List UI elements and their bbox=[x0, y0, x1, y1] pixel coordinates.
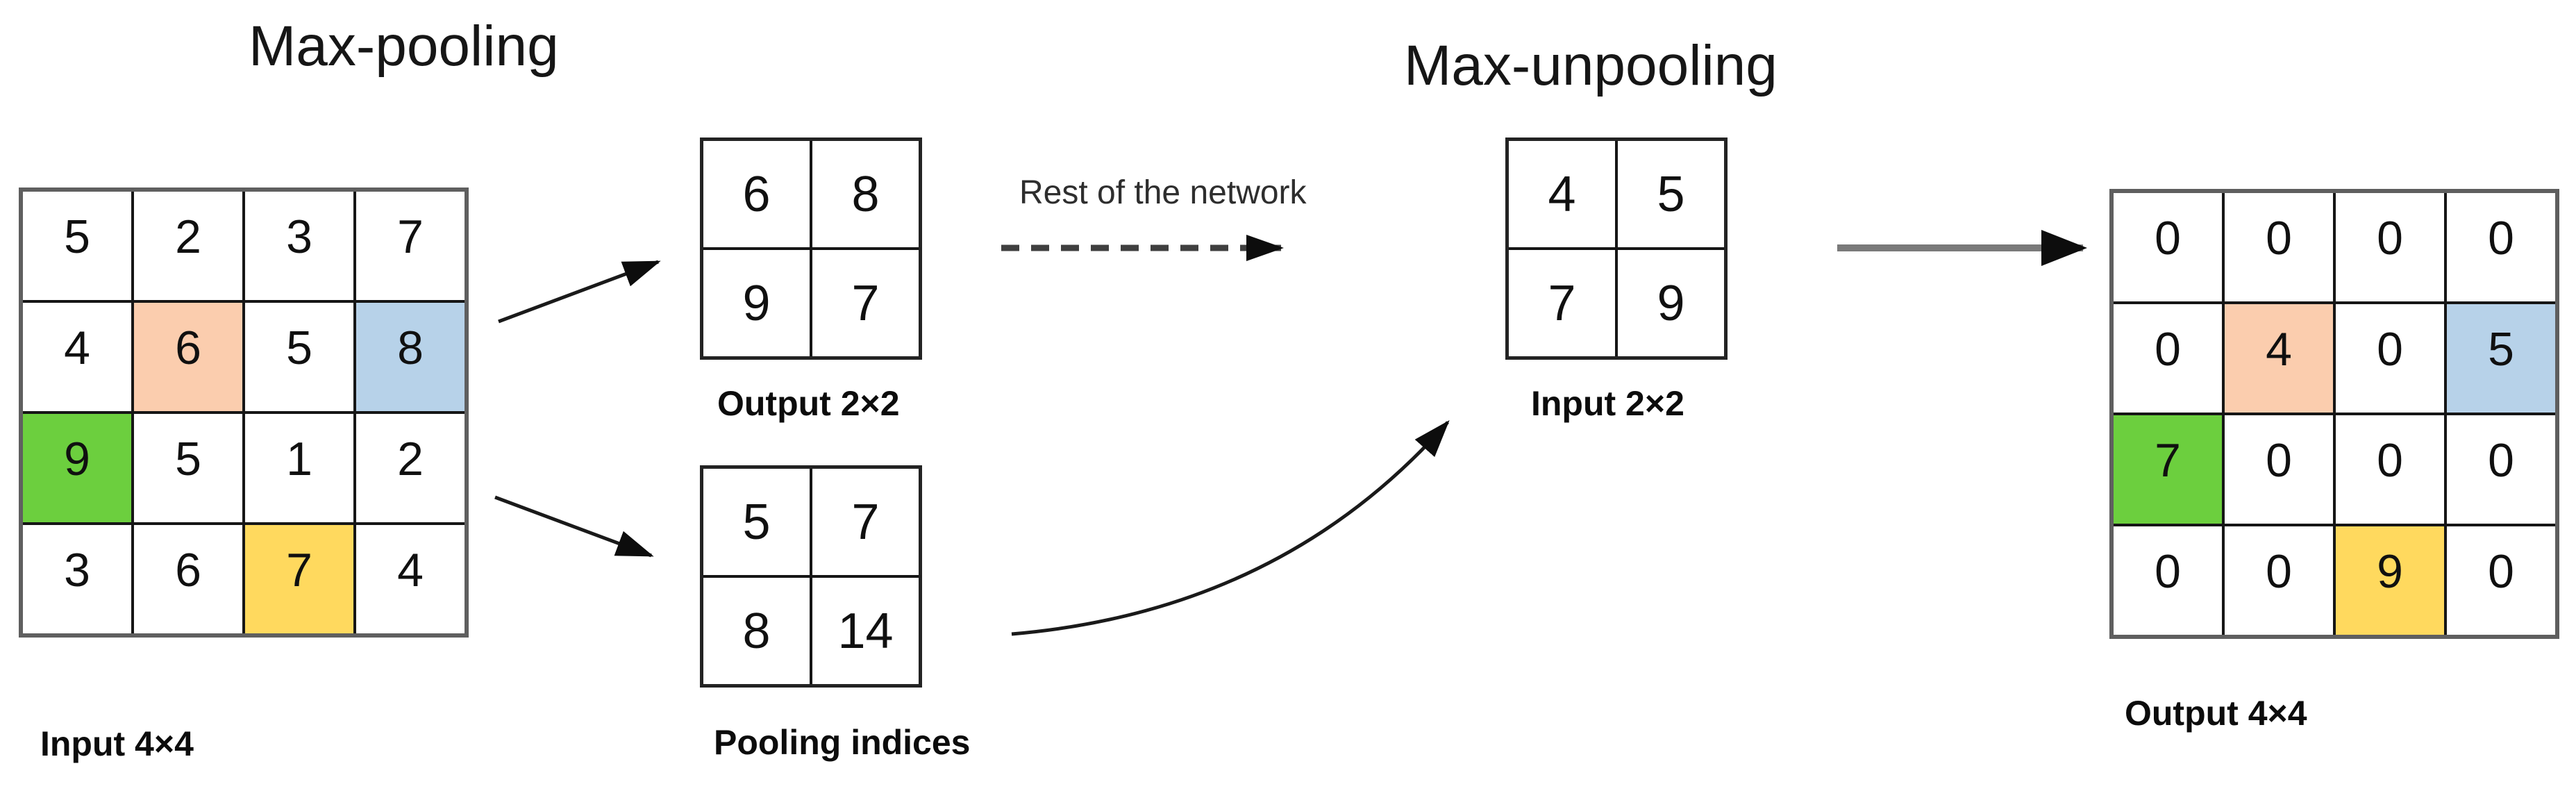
cell-r3c4: 0 bbox=[2447, 415, 2555, 524]
cell-r2c1: 7 bbox=[1509, 250, 1615, 356]
cell-r1c3: 3 bbox=[245, 192, 353, 300]
cell-r3c2: 0 bbox=[2225, 415, 2333, 524]
output-4x4-label: Output 4×4 bbox=[2125, 694, 2307, 733]
cell-r2c4: 8 bbox=[356, 303, 465, 411]
input-4x4-label: Input 4×4 bbox=[40, 724, 194, 763]
cell-r3c3: 1 bbox=[245, 414, 353, 522]
cell-r4c1: 3 bbox=[23, 525, 131, 633]
cell-r1c2: 2 bbox=[134, 192, 242, 300]
cell-r2c1: 4 bbox=[23, 303, 131, 411]
cell-r4c4: 0 bbox=[2447, 526, 2555, 635]
cell-r2c2: 7 bbox=[812, 250, 919, 356]
cell-r2c2: 14 bbox=[812, 578, 919, 684]
cell-r1c2: 8 bbox=[812, 141, 919, 247]
max-pooling-title: Max-pooling bbox=[249, 15, 559, 78]
cell-r3c1: 7 bbox=[2114, 415, 2222, 524]
cell-r4c2: 0 bbox=[2225, 526, 2333, 635]
pooling-indices-label: Pooling indices bbox=[714, 723, 971, 762]
max-unpooling-title: Max-unpooling bbox=[1404, 34, 1778, 97]
cell-r2c4: 5 bbox=[2447, 304, 2555, 413]
pooling-to-output-arrow bbox=[498, 260, 661, 324]
cell-r1c2: 5 bbox=[1618, 141, 1724, 247]
cell-r2c3: 0 bbox=[2336, 304, 2444, 413]
cell-r3c2: 5 bbox=[134, 414, 242, 522]
pooling-to-indices-arrow bbox=[494, 495, 654, 558]
cell-r2c2: 4 bbox=[2225, 304, 2333, 413]
cell-r2c1: 8 bbox=[703, 578, 810, 684]
cell-r2c3: 5 bbox=[245, 303, 353, 411]
output-2x2-label: Output 2×2 bbox=[717, 384, 900, 423]
cell-r1c4: 7 bbox=[356, 192, 465, 300]
cell-r1c2: 7 bbox=[812, 469, 919, 575]
indices-to-unpooling-curved-arrow bbox=[1011, 420, 1450, 636]
cell-r4c2: 6 bbox=[134, 525, 242, 633]
cell-r1c3: 0 bbox=[2336, 193, 2444, 301]
rest-of-network-label: Rest of the network bbox=[1019, 174, 1307, 211]
cell-r1c1: 5 bbox=[23, 192, 131, 300]
cell-r1c1: 0 bbox=[2114, 193, 2222, 301]
cell-r1c1: 5 bbox=[703, 469, 810, 575]
cell-r1c2: 0 bbox=[2225, 193, 2333, 301]
cell-r4c1: 0 bbox=[2114, 526, 2222, 635]
cell-r2c1: 0 bbox=[2114, 304, 2222, 413]
cell-r4c3: 7 bbox=[245, 525, 353, 633]
cell-r3c1: 9 bbox=[23, 414, 131, 522]
cell-r1c1: 6 bbox=[703, 141, 810, 247]
cell-r2c2: 6 bbox=[134, 303, 242, 411]
input-2x2-label: Input 2×2 bbox=[1531, 384, 1684, 423]
cell-r4c4: 4 bbox=[356, 525, 465, 633]
cell-r2c2: 9 bbox=[1618, 250, 1724, 356]
cell-r1c1: 4 bbox=[1509, 141, 1615, 247]
cell-r3c4: 2 bbox=[356, 414, 465, 522]
cell-r2c1: 9 bbox=[703, 250, 810, 356]
cell-r3c3: 0 bbox=[2336, 415, 2444, 524]
cell-r4c3: 9 bbox=[2336, 526, 2444, 635]
cell-r1c4: 0 bbox=[2447, 193, 2555, 301]
